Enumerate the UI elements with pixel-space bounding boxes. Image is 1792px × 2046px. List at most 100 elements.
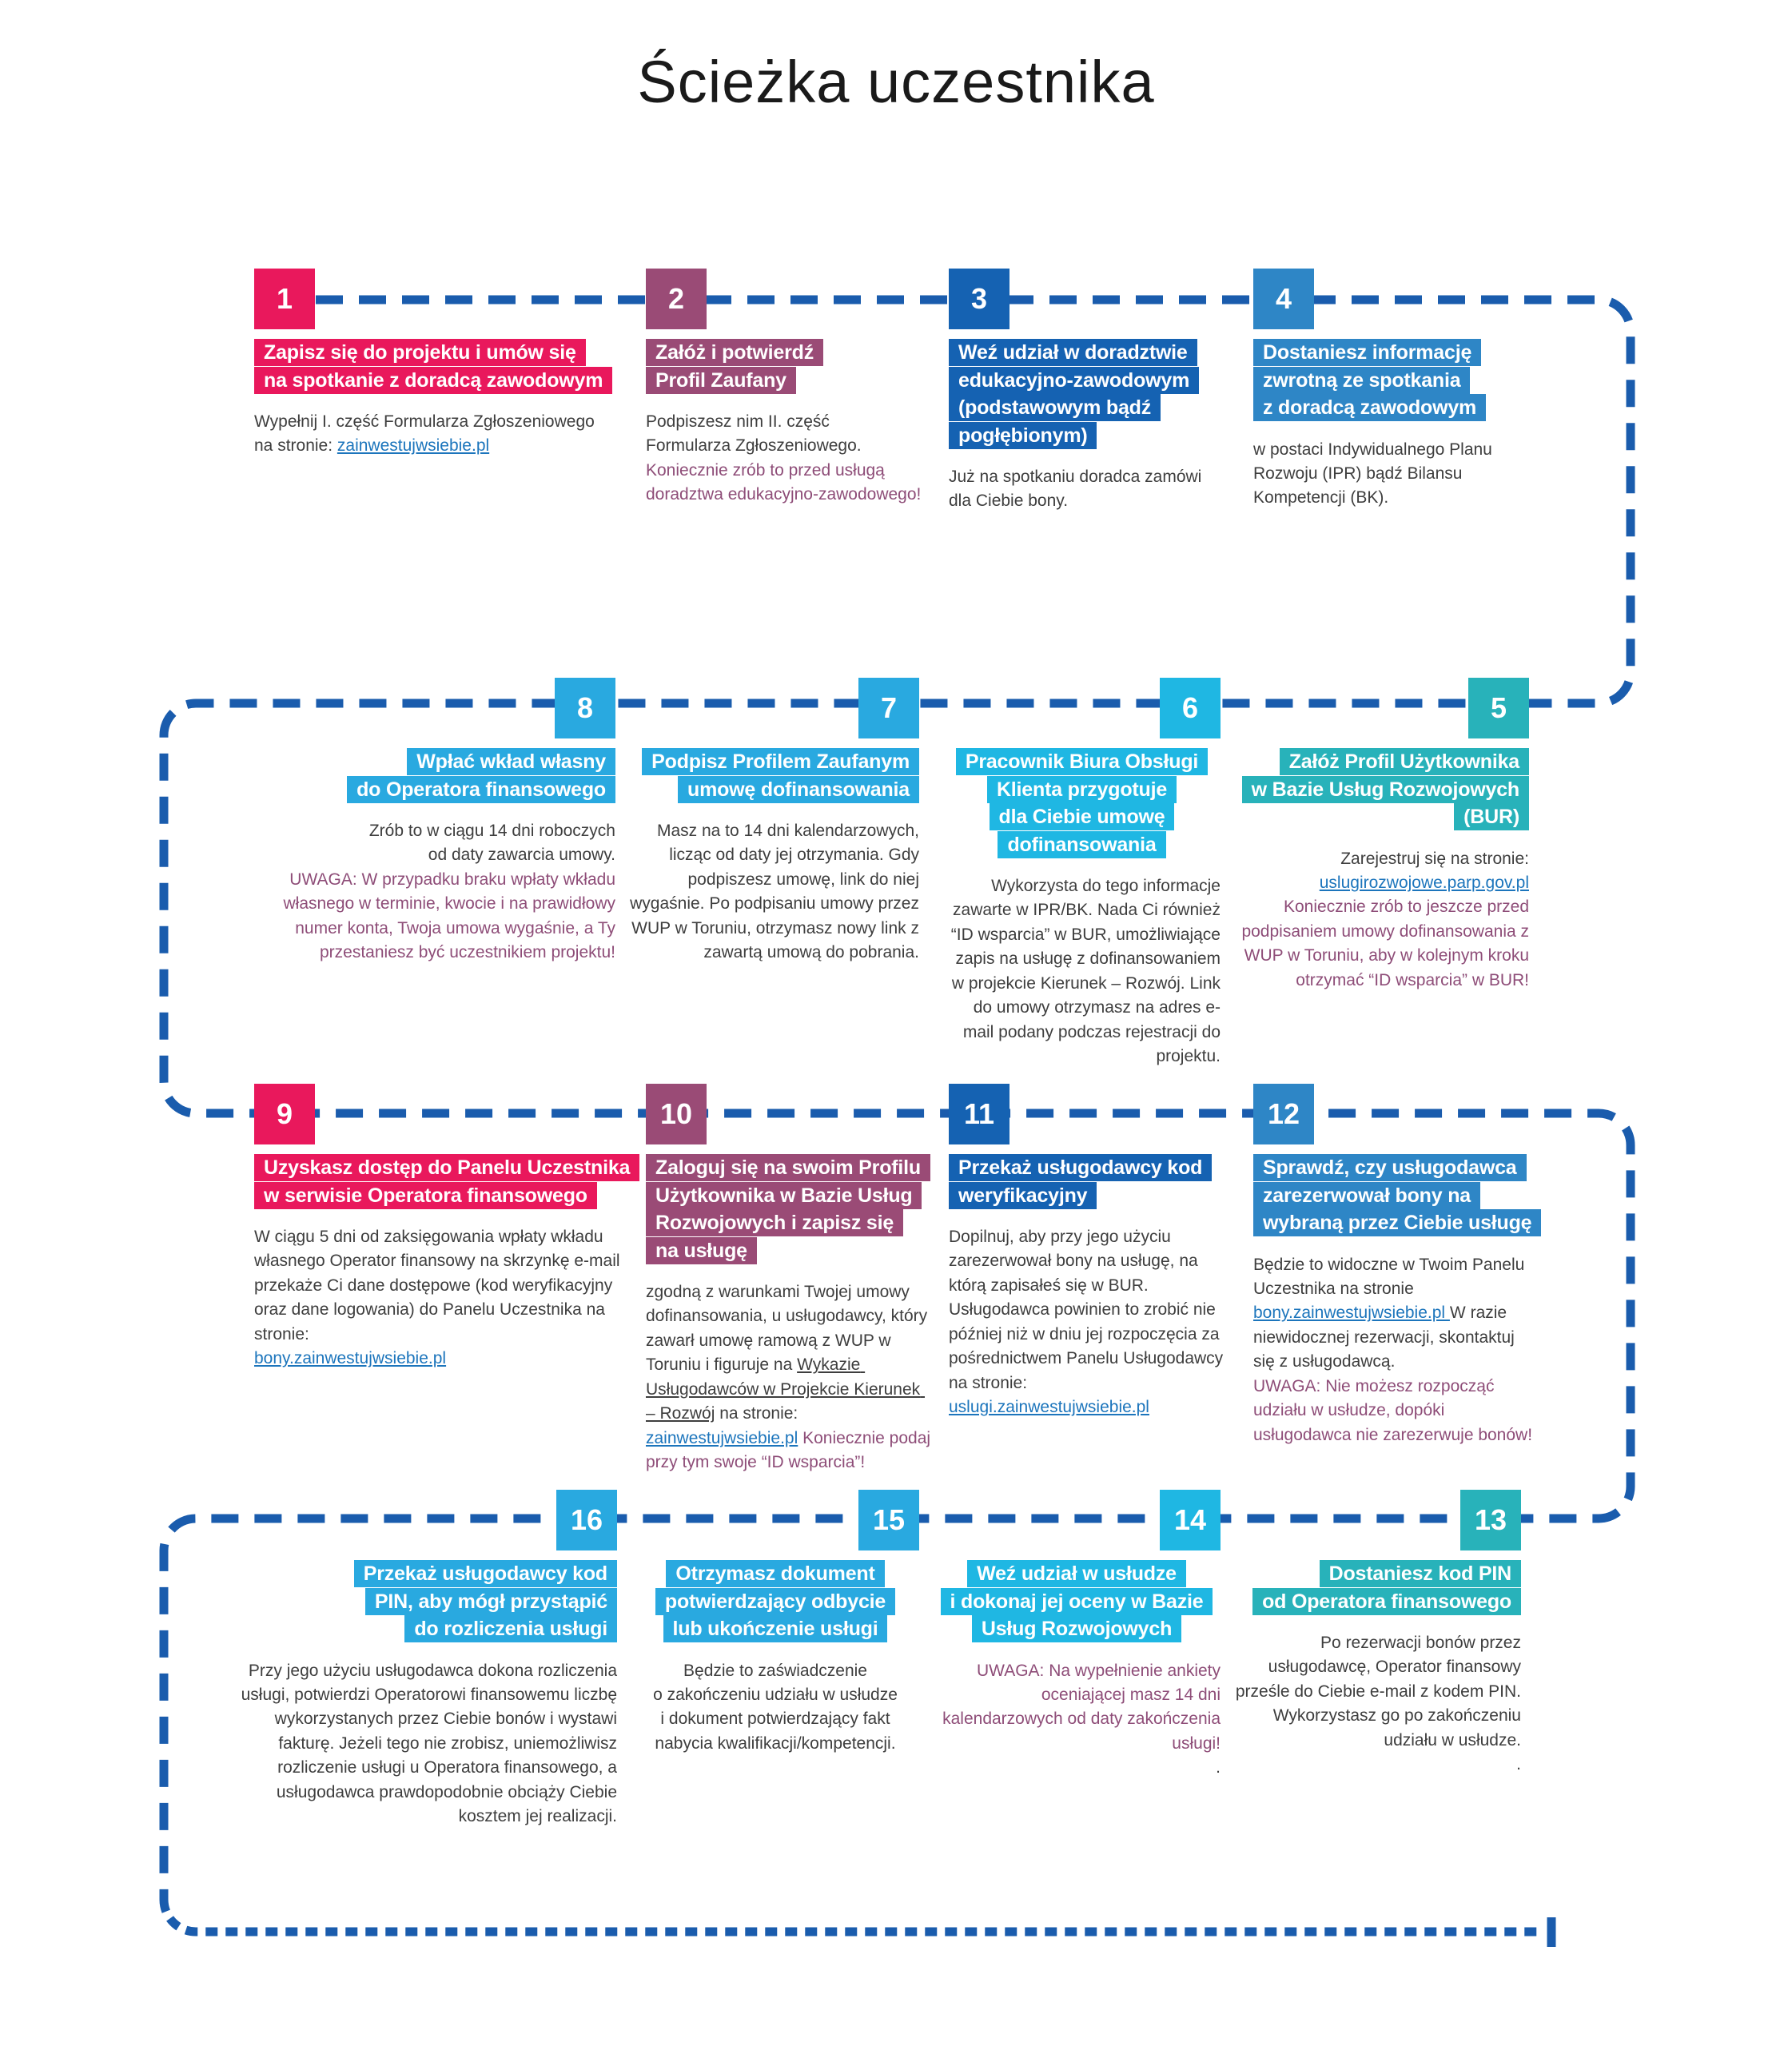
- step-9: 9 Uzyskasz dostęp do Panelu Uczestnika w…: [254, 1084, 640, 1371]
- step-14-body: UWAGA: Na wypełnienie ankiety oceniające…: [933, 1659, 1221, 1781]
- flow-path-main: [159, 295, 1635, 1900]
- step-10-header: Zaloguj się na swoim Profilu Użytkownika…: [646, 1154, 934, 1264]
- body-text-segment: Zrób to w ciągu 14 dni roboczych od daty…: [368, 822, 615, 865]
- step-13: 13 Dostaniesz kod PIN od Operatora finan…: [1233, 1490, 1521, 1777]
- step-16: 16 Przekaż usługodawcy kod PIN, aby mógł…: [240, 1490, 617, 1829]
- step-12-number-badge: 12: [1253, 1084, 1314, 1144]
- step-10-number-badge: 10: [646, 1084, 707, 1144]
- step-10-body: zgodną z warunkami Twojej umowy dofinans…: [646, 1280, 934, 1475]
- body-text-segment: Koniecznie podaj przy tym swoje “ID wspa…: [646, 1428, 935, 1472]
- link[interactable]: uslugi.zainwestujwsiebie.pl: [949, 1398, 1149, 1417]
- step-13-header-text: Dostaniesz kod PIN od Operatora finansow…: [1252, 1560, 1521, 1615]
- step-3: 3 Weź udział w doradztwie edukacyjno-zaw…: [949, 269, 1229, 514]
- step-5-header: Załóż Profil Użytkownika w Bazie Usług R…: [1221, 748, 1529, 831]
- link[interactable]: zainwestujwsiebie.pl: [336, 436, 490, 456]
- body-text-segment: Po rezerwacji bonów przez usługodawcę, O…: [1235, 1634, 1521, 1774]
- body-text-segment: UWAGA: W przypadku braku wpłaty wkładu w…: [283, 870, 620, 962]
- step-7-number-badge: 7: [858, 678, 919, 738]
- body-text-segment: Wypełnij I. część Formularza Zgłoszeniow…: [254, 412, 595, 456]
- step-5-body: Zarejestruj się na stronie: uslugirozwoj…: [1221, 847, 1529, 993]
- step-6-body: Wykorzysta do tego informacje zawarte w …: [943, 874, 1221, 1069]
- step-16-number-badge: 16: [556, 1490, 617, 1550]
- body-text-segment: .: [1216, 1758, 1221, 1777]
- body-text-segment: UWAGA: Na wypełnienie ankiety oceniające…: [942, 1661, 1225, 1753]
- body-text-segment: na stronie:: [719, 1404, 798, 1423]
- step-2-body: Podpiszesz nim II. część Formularza Zgło…: [646, 410, 942, 508]
- step-9-header: Uzyskasz dostęp do Panelu Uczestnika w s…: [254, 1154, 640, 1209]
- step-15: 15 Otrzymasz dokument potwierdzający odb…: [631, 1490, 919, 1757]
- step-9-number-badge: 9: [254, 1084, 315, 1144]
- body-text-segment: Już na spotkaniu doradca zamówi dla Cieb…: [949, 468, 1202, 511]
- step-8: 8 Wpłać wkład własny do Operatora finans…: [248, 678, 615, 965]
- body-text-segment: Wykazie Usługodawców w Projekcie Kierune…: [646, 1355, 926, 1423]
- step-8-number-badge: 8: [555, 678, 615, 738]
- step-3-body: Już na spotkaniu doradca zamówi dla Cieb…: [949, 465, 1229, 514]
- body-text-segment: Przy jego użyciu usługodawca dokona rozl…: [241, 1661, 622, 1826]
- body-text-segment: UWAGA: Nie możesz rozpocząć udziału w us…: [1253, 1376, 1533, 1444]
- step-7-body: Masz na to 14 dni kalendarzowych, licząc…: [630, 819, 919, 965]
- step-16-header: Przekaż usługodawcy kod PIN, aby mógł pr…: [240, 1560, 617, 1643]
- link[interactable]: uslugirozwojowe.parp.gov.pl: [1319, 873, 1529, 892]
- step-7: 7 Podpisz Profilem Zaufanym umowę dofina…: [630, 678, 919, 965]
- step-10-header-text: Zaloguj się na swoim Profilu Użytkownika…: [646, 1154, 930, 1264]
- page-title: Ścieżka uczestnika: [637, 49, 1155, 115]
- body-text-segment: Będzie to zaświadczenie o zakończeniu ud…: [653, 1661, 898, 1753]
- step-6-header: Pracownik Biura Obsługi Klienta przygotu…: [943, 748, 1221, 858]
- body-text-segment: W razie niewidocznej rezerwacji, skontak…: [1253, 1304, 1515, 1371]
- step-11: 11 Przekaż usługodawcy kod weryfikacyjny…: [949, 1084, 1225, 1420]
- step-16-body: Przy jego użyciu usługodawca dokona rozl…: [240, 1659, 617, 1829]
- step-8-header: Wpłać wkład własny do Operatora finansow…: [248, 748, 615, 803]
- step-9-header-text: Uzyskasz dostęp do Panelu Uczestnika w s…: [254, 1154, 640, 1209]
- step-6-header-text: Pracownik Biura Obsługi Klienta przygotu…: [955, 748, 1209, 858]
- step-2: 2 Załóż i potwierdź Profil Zaufany Podpi…: [646, 269, 942, 508]
- step-1: 1 Zapisz się do projektu i umów się na s…: [254, 269, 630, 459]
- body-text-segment: Koniecznie zrób to jeszcze przed podpisa…: [1241, 898, 1534, 989]
- step-1-header-text: Zapisz się do projektu i umów się na spo…: [254, 339, 613, 394]
- step-11-header-text: Przekaż usługodawcy kod weryfikacyjny: [949, 1154, 1213, 1209]
- step-8-body: Zrób to w ciągu 14 dni roboczych od daty…: [248, 819, 615, 965]
- step-11-body: Dopilnuj, aby przy jego użyciu zarezerwo…: [949, 1225, 1225, 1420]
- step-7-header: Podpisz Profilem Zaufanym umowę dofinans…: [630, 748, 919, 803]
- step-3-header-text: Weź udział w doradztwie edukacyjno-zawod…: [949, 339, 1200, 449]
- step-14-header: Weź udział w usłudze i dokonaj jej oceny…: [933, 1560, 1221, 1643]
- step-4-number-badge: 4: [1253, 269, 1314, 329]
- body-text-segment: W ciągu 5 dni od zaksięgowania wpłaty wk…: [254, 1228, 620, 1343]
- step-11-number-badge: 11: [949, 1084, 1009, 1144]
- step-9-body: W ciągu 5 dni od zaksięgowania wpłaty wk…: [254, 1225, 630, 1371]
- step-15-header: Otrzymasz dokument potwierdzający odbyci…: [631, 1560, 919, 1643]
- link[interactable]: bony.zainwestujwsiebie.pl: [1253, 1304, 1450, 1323]
- link[interactable]: zainwestujwsiebie.pl: [646, 1428, 798, 1447]
- step-4: 4 Dostaniesz informację zwrotną ze spotk…: [1253, 269, 1541, 511]
- step-11-header: Przekaż usługodawcy kod weryfikacyjny: [949, 1154, 1225, 1209]
- step-1-body: Wypełnij I. część Formularza Zgłoszeniow…: [254, 410, 630, 459]
- step-13-number-badge: 13: [1460, 1490, 1521, 1550]
- step-4-header: Dostaniesz informację zwrotną ze spotkan…: [1253, 339, 1541, 422]
- step-3-number-badge: 3: [949, 269, 1009, 329]
- link[interactable]: bony.zainwestujwsiebie.pl: [254, 1349, 447, 1368]
- step-15-header-text: Otrzymasz dokument potwierdzający odbyci…: [655, 1560, 896, 1642]
- step-14-header-text: Weź udział w usłudze i dokonaj jej oceny…: [940, 1560, 1213, 1642]
- body-text-segment: Będzie to widoczne w Twoim Panelu Uczest…: [1253, 1255, 1525, 1298]
- step-16-header-text: Przekaż usługodawcy kod PIN, aby mógł pr…: [353, 1560, 617, 1642]
- step-12-header-text: Sprawdź, czy usługodawca zarezerwował bo…: [1253, 1154, 1542, 1236]
- step-1-header: Zapisz się do projektu i umów się na spo…: [254, 339, 630, 394]
- step-7-header-text: Podpisz Profilem Zaufanym umowę dofinans…: [642, 748, 919, 803]
- step-2-header-text: Załóż i potwierdź Profil Zaufany: [646, 339, 823, 394]
- body-text-segment: Wykorzysta do tego informacje zawarte w …: [950, 877, 1225, 1066]
- step-13-header: Dostaniesz kod PIN od Operatora finansow…: [1233, 1560, 1521, 1615]
- step-12: 12 Sprawdź, czy usługodawca zarezerwował…: [1253, 1084, 1542, 1448]
- flow-path-bottom: [159, 1899, 1543, 1937]
- step-12-body: Będzie to widoczne w Twoim Panelu Uczest…: [1253, 1253, 1537, 1448]
- step-12-header: Sprawdź, czy usługodawca zarezerwował bo…: [1253, 1154, 1542, 1237]
- step-14: 14 Weź udział w usłudze i dokonaj jej oc…: [933, 1490, 1221, 1781]
- step-5-number-badge: 5: [1468, 678, 1529, 738]
- step-14-number-badge: 14: [1160, 1490, 1221, 1550]
- body-text-segment: zgodną z warunkami Twojej umowy dofinans…: [646, 1283, 932, 1375]
- step-15-body: Będzie to zaświadczenie o zakończeniu ud…: [631, 1659, 919, 1757]
- body-text-segment: Zarejestruj się na stronie:: [1340, 849, 1529, 868]
- body-text-segment: Masz na to 14 dni kalendarzowych, licząc…: [630, 822, 924, 962]
- step-2-number-badge: 2: [646, 269, 707, 329]
- step-5: 5 Załóż Profil Użytkownika w Bazie Usług…: [1221, 678, 1529, 993]
